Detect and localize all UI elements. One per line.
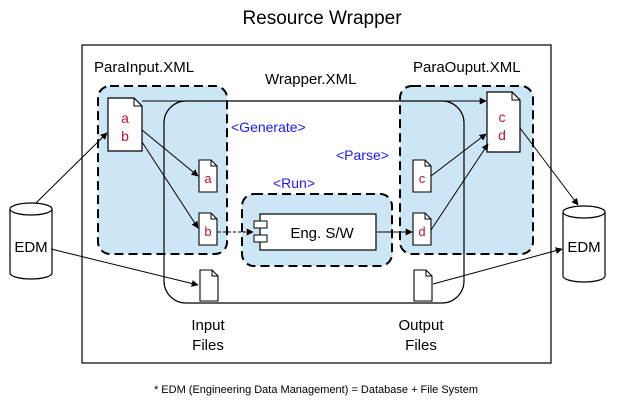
- para-output-label: ParaOuput.XML: [413, 59, 521, 76]
- left-edm-database-icon: EDM: [9, 202, 53, 280]
- right-edm-label: EDM: [567, 239, 600, 256]
- para-output-document-icon: c d: [486, 91, 521, 153]
- generate-step-label: <Generate>: [231, 119, 306, 135]
- output-files-to-edm-arrow: [432, 247, 563, 285]
- file-c-label: c: [419, 171, 426, 186]
- file-c-to-output-xml-arrow: [430, 133, 487, 177]
- output-doc-param-d: d: [498, 127, 506, 143]
- input-files-icon: [199, 269, 219, 302]
- diagram-title: Resource Wrapper: [242, 8, 402, 29]
- footnote: * EDM (Engineering Data Management) = Da…: [154, 384, 478, 396]
- edm-to-input-xml-arrow: [35, 132, 108, 204]
- file-d-to-output-xml-arrow: [430, 143, 489, 231]
- right-edm-database-icon: EDM: [562, 205, 606, 283]
- engine-label: Eng. S/W: [290, 225, 354, 242]
- output-xml-to-edm-arrow: [519, 127, 579, 206]
- input-files-label-line1: Input: [191, 317, 225, 334]
- generated-file-a-icon: a: [198, 159, 218, 193]
- file-d-label: d: [418, 224, 425, 239]
- para-input-document-icon: a b: [107, 97, 143, 152]
- input-files-label-line2: Files: [192, 337, 224, 354]
- run-step-label: <Run>: [273, 175, 315, 191]
- left-edm-label: EDM: [14, 239, 47, 256]
- parse-step-label: <Parse>: [336, 147, 389, 163]
- edm-to-input-files-arrow: [50, 248, 199, 287]
- wrapper-xml-label: Wrapper.XML: [265, 71, 356, 88]
- output-doc-param-c: c: [499, 109, 506, 125]
- input-xml-to-file-b-arrow: [141, 141, 199, 229]
- file-a-label: a: [204, 171, 212, 186]
- para-input-label: ParaInput.XML: [94, 59, 194, 76]
- flow-arrows: [35, 97, 579, 287]
- generated-file-b-icon: b: [198, 212, 218, 246]
- result-file-c-icon: c: [412, 159, 432, 193]
- output-files-icon: [413, 269, 433, 302]
- input-doc-param-a: a: [121, 110, 129, 126]
- input-doc-param-b: b: [121, 128, 129, 144]
- result-file-d-icon: d: [412, 212, 432, 246]
- engine-component: Eng. S/W: [253, 213, 377, 251]
- file-b-label: b: [204, 224, 211, 239]
- input-xml-to-file-a-arrow: [141, 129, 199, 177]
- output-files-label-line2: Files: [405, 337, 437, 354]
- output-files-label-line1: Output: [398, 317, 444, 334]
